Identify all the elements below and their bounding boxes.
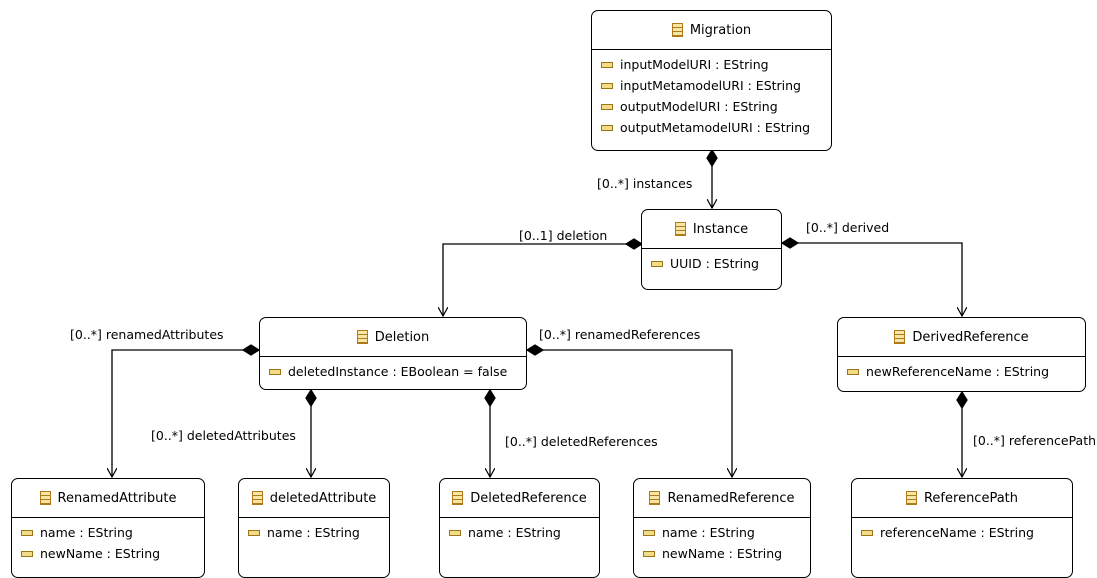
class-header: RenamedAttribute [12, 479, 204, 518]
diamond-derived-reference [956, 390, 968, 410]
class-name: Migration [689, 22, 752, 38]
attribute-row: newName : EString [634, 543, 810, 564]
class-header: DeletedReference [440, 479, 599, 518]
attribute-row: outputMetamodelURI : EString [592, 117, 831, 138]
diamond-deletion-left [241, 344, 261, 356]
eclass-icon [671, 23, 683, 37]
attribute-row: deletedInstance : EBoolean = false [260, 361, 526, 382]
attribute-icon [643, 529, 655, 536]
label-derived: [0..*] derived [806, 220, 890, 235]
attribute-icon [601, 82, 613, 89]
attribute-row: name : EString [634, 522, 810, 543]
eclass-icon [251, 491, 263, 505]
eclass-icon [905, 491, 917, 505]
eclass-icon [674, 222, 686, 236]
attribute-icon [847, 368, 859, 375]
class-header: Deletion [260, 318, 526, 357]
class-name: Instance [692, 221, 749, 237]
edge-renamed-attributes [112, 349, 243, 477]
attribute-icon [643, 550, 655, 557]
diamond-deletion-bottom-right [484, 388, 496, 408]
label-reference-path: [0..*] referencePath [973, 433, 1097, 448]
class-name: ReferencePath [923, 490, 1019, 506]
attribute-row: name : EString [440, 522, 599, 543]
class-name: Deletion [374, 329, 430, 345]
class-header: Instance [642, 210, 781, 249]
label-deleted-references: [0..*] deletedReferences [505, 434, 658, 449]
class-header: DerivedReference [838, 318, 1085, 357]
class-reference-path[interactable]: ReferencePath referenceName : EString [851, 478, 1073, 578]
attribute-icon [269, 368, 281, 375]
class-header: RenamedReference [634, 479, 810, 518]
attribute-row: inputMetamodelURI : EString [592, 75, 831, 96]
class-migration[interactable]: Migration inputModelURI : EString inputM… [591, 10, 832, 151]
diamond-deletion-bottom-left [305, 388, 317, 408]
attribute-icon [248, 529, 260, 536]
attribute-row: newReferenceName : EString [838, 361, 1085, 382]
label-instances: [0..*] instances [597, 176, 693, 191]
class-deleted-attribute[interactable]: deletedAttribute name : EString [238, 478, 390, 578]
eclass-icon [894, 330, 906, 344]
attribute-icon [449, 529, 461, 536]
diamond-migration [706, 148, 718, 168]
class-header: deletedAttribute [239, 479, 389, 518]
class-renamed-reference[interactable]: RenamedReference name : EString newName … [633, 478, 811, 578]
attribute-icon [651, 260, 663, 267]
class-name: DerivedReference [912, 329, 1029, 345]
diamond-instance-right [780, 237, 800, 249]
diamond-deletion-right [525, 344, 545, 356]
attribute-row: referenceName : EString [852, 522, 1072, 543]
attribute-icon [21, 550, 33, 557]
class-header: ReferencePath [852, 479, 1072, 518]
class-name: deletedAttribute [269, 490, 377, 506]
edge-renamed-references [543, 349, 732, 477]
label-renamed-references: [0..*] renamedReferences [539, 327, 701, 342]
class-name: RenamedReference [667, 490, 795, 506]
label-deleted-attributes: [0..*] deletedAttributes [151, 428, 296, 443]
attribute-icon [601, 124, 613, 131]
class-renamed-attribute[interactable]: RenamedAttribute name : EString newName … [11, 478, 205, 578]
attribute-row: name : EString [239, 522, 389, 543]
attribute-row: inputModelURI : EString [592, 54, 831, 75]
attribute-row: newName : EString [12, 543, 204, 564]
class-derived-reference[interactable]: DerivedReference newReferenceName : EStr… [837, 317, 1086, 392]
class-name: RenamedAttribute [57, 490, 177, 506]
diamond-instance-left [624, 238, 644, 250]
eclass-icon [649, 491, 661, 505]
edge-derived [798, 242, 962, 316]
attribute-icon [861, 529, 873, 536]
label-renamed-attributes: [0..*] renamedAttributes [70, 327, 224, 342]
class-instance[interactable]: Instance UUID : EString [641, 209, 782, 290]
class-deleted-reference[interactable]: DeletedReference name : EString [439, 478, 600, 578]
eclass-icon [39, 491, 51, 505]
eclass-icon [452, 491, 464, 505]
attribute-icon [601, 61, 613, 68]
attribute-icon [601, 103, 613, 110]
edge-deletion [443, 243, 626, 316]
label-deletion: [0..1] deletion [519, 228, 608, 243]
class-name: DeletedReference [470, 490, 587, 506]
attribute-row: name : EString [12, 522, 204, 543]
class-deletion[interactable]: Deletion deletedInstance : EBoolean = fa… [259, 317, 527, 390]
attribute-row: outputModelURI : EString [592, 96, 831, 117]
eclass-icon [356, 330, 368, 344]
attribute-icon [21, 529, 33, 536]
class-header: Migration [592, 11, 831, 50]
attribute-row: UUID : EString [642, 253, 781, 274]
